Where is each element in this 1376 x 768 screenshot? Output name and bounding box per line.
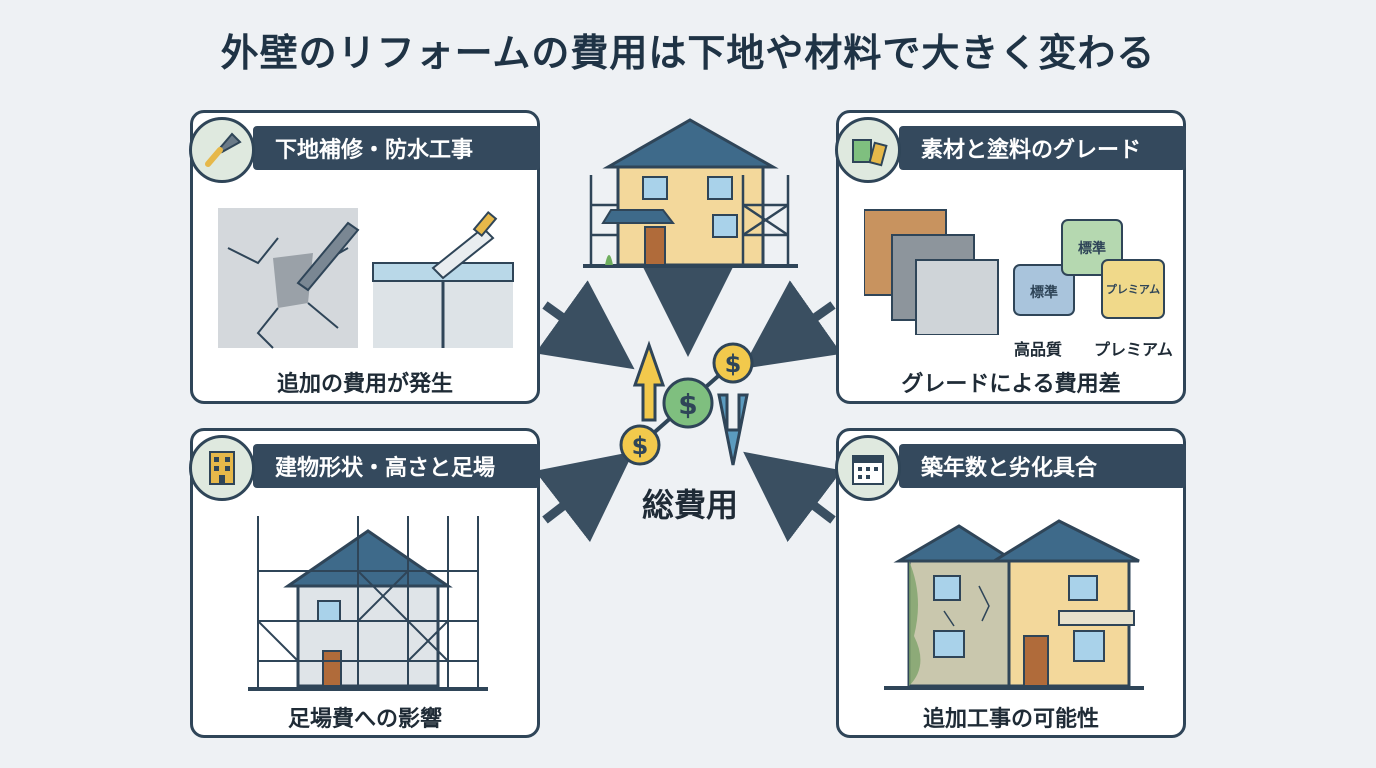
house-illustration: [583, 118, 798, 268]
paint-can-icon: [835, 117, 901, 183]
coin-mid-icon: $: [662, 377, 714, 429]
svg-text:$: $: [632, 432, 649, 460]
svg-text:プレミアム: プレミアム: [1106, 282, 1160, 296]
coin-small-icon: $: [619, 424, 661, 466]
age-caption: 追加工事の可能性: [922, 707, 1099, 732]
paint-can-premium: プレミアム: [1101, 259, 1165, 319]
scaffold-house-illustration: [248, 516, 488, 691]
card-shape: 建物形状・高さと足場 足場費への影響: [189, 428, 540, 738]
card-age: 築年数と劣化具合 追加工事の可能性: [835, 428, 1186, 738]
card-material: 素材と塗料のグレード 標準 標準 プレミアム 高品質 プレミアム グレードによる…: [835, 110, 1186, 404]
coin-top-icon: $: [712, 342, 754, 384]
repair-heading: 下地補修・防水工事: [253, 126, 540, 170]
svg-text:$: $: [678, 388, 697, 421]
cost-coins-graphic: $ $ $: [619, 340, 754, 466]
total-cost-label: 総費用: [641, 486, 738, 524]
materials-illustration: 標準 標準 プレミアム: [864, 209, 1165, 335]
card-repair: 下地補修・防水工事 追加の費用が発生: [189, 110, 540, 404]
page-title: 外壁のリフォームの費用は下地や材料で大きく変わる: [220, 31, 1156, 75]
svg-text:標準: 標準: [1030, 284, 1058, 301]
shape-heading: 建物形状・高さと足場: [253, 444, 540, 488]
repair-caption: 追加の費用が発生: [276, 372, 453, 397]
grade-label-premium: プレミアム: [1094, 340, 1173, 359]
aged-house-illustration: [884, 519, 1144, 690]
material-caption: グレードによる費用差: [901, 372, 1121, 397]
trowel-icon: [189, 117, 255, 183]
grade-label-high: 高品質: [1014, 340, 1063, 359]
svg-text:$: $: [725, 350, 742, 378]
arrow-from-repair: [535, 280, 635, 370]
age-heading: 築年数と劣化具合: [899, 444, 1186, 488]
crack-repair-illustration: [218, 208, 514, 349]
arrow-from-material: [742, 280, 842, 369]
arrow-from-age: [743, 451, 843, 543]
paint-can-standard-1: 標準: [1013, 264, 1075, 316]
material-heading: 素材と塗料のグレード: [899, 126, 1186, 170]
arrow-from-shape: [534, 451, 634, 543]
svg-text:標準: 標準: [1078, 240, 1106, 257]
calendar-icon: [835, 435, 901, 501]
building-icon: [189, 435, 255, 501]
shape-caption: 足場費への影響: [287, 707, 442, 732]
